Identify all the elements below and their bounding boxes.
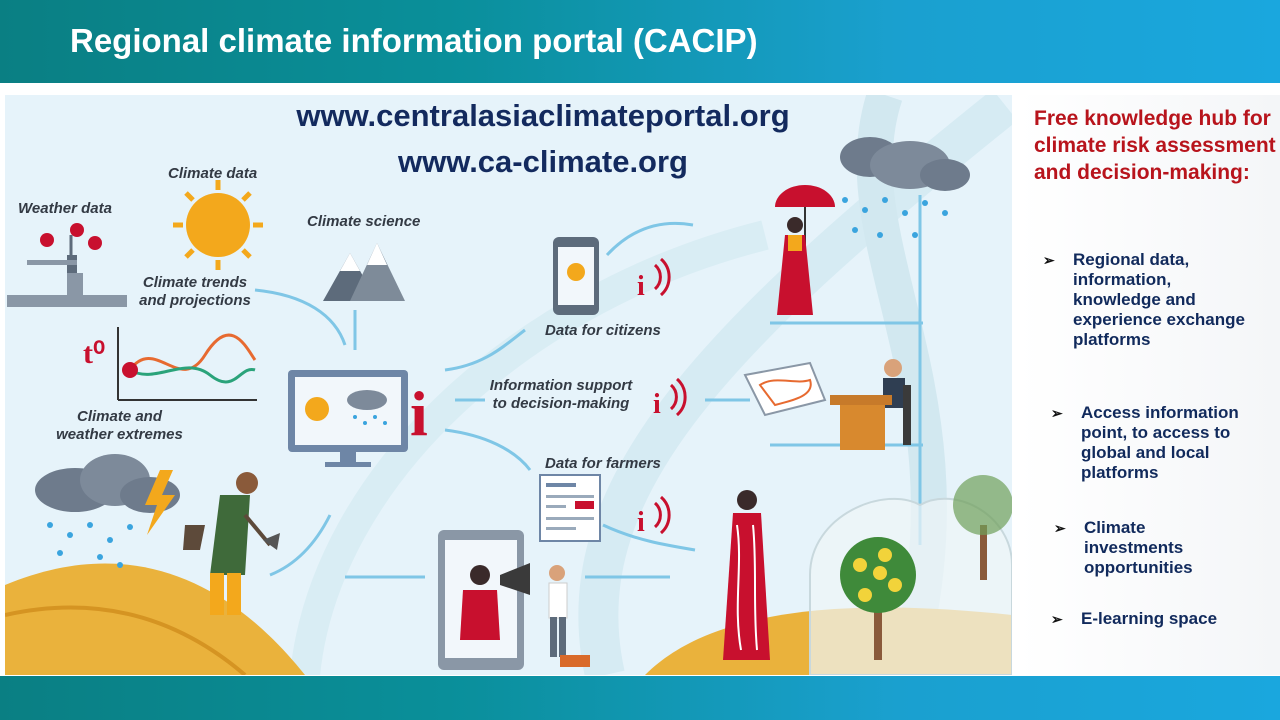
label-climate-extremes-line2: weather extremes bbox=[56, 426, 183, 443]
temperature-symbol: t⁰ bbox=[83, 337, 106, 370]
slide-title: Regional climate information portal (CAC… bbox=[70, 22, 758, 59]
bottom-bar bbox=[0, 676, 1280, 720]
news-document-icon bbox=[539, 474, 601, 542]
portal-url-secondary[interactable]: www.ca-climate.org bbox=[398, 144, 688, 179]
sidebar-bullet-1: ➢ Regional data, information, knowledge … bbox=[1043, 250, 1263, 350]
label-climate-science: Climate science bbox=[307, 213, 421, 230]
label-decision-support: Information support to decision-making bbox=[481, 377, 641, 413]
background-swirl bbox=[290, 220, 769, 675]
sidebar-bullet-2-text: Access information point, to access to g… bbox=[1081, 403, 1239, 482]
field-furrow bbox=[5, 605, 247, 675]
label-data-for-citizens: Data for citizens bbox=[545, 322, 661, 339]
info-icon: i bbox=[637, 271, 645, 302]
sidebar-bullet-4: ➢ E-learning space bbox=[1051, 609, 1266, 629]
greenhouse-icon bbox=[809, 475, 1012, 675]
sidebar-bullet-4-text: E-learning space bbox=[1081, 609, 1218, 628]
infographic: i i i i bbox=[5, 95, 1012, 675]
official-at-desk-figure bbox=[830, 359, 911, 450]
info-broadcast-icon bbox=[653, 495, 671, 535]
farmer-figure bbox=[183, 472, 280, 615]
woman-figure bbox=[723, 490, 770, 660]
label-decision-support-line2: to decision-making bbox=[492, 395, 630, 412]
info-icon: i bbox=[410, 378, 428, 449]
info-broadcast-icon bbox=[653, 257, 671, 297]
flow-arrow bbox=[254, 221, 750, 579]
mountain-icon bbox=[323, 243, 405, 301]
smartphone-icon bbox=[553, 237, 599, 315]
arrow-bullet-icon: ➢ bbox=[1051, 611, 1063, 627]
sidebar-bullet-2: ➢ Access information point, to access to… bbox=[1051, 403, 1266, 483]
man-figure bbox=[548, 565, 590, 667]
label-climate-data: Climate data bbox=[168, 165, 258, 182]
label-weather-data: Weather data bbox=[18, 200, 112, 217]
info-icon: i bbox=[653, 389, 661, 420]
info-broadcast-icon bbox=[669, 377, 687, 417]
label-climate-trends: Climate trends and projections bbox=[130, 274, 260, 310]
woman-umbrella-figure bbox=[775, 185, 835, 315]
infographic-illustration: i i i i bbox=[5, 95, 1012, 675]
label-climate-trends-line1: Climate trends bbox=[142, 274, 248, 291]
storm-cloud-icon bbox=[35, 454, 180, 568]
sidebar-bullet-3-text: Climate investments opportunities bbox=[1084, 518, 1193, 577]
label-data-for-farmers: Data for farmers bbox=[545, 455, 661, 472]
temperature-chart-icon bbox=[117, 327, 257, 401]
portal-monitor-icon bbox=[288, 370, 408, 467]
sidebar-bullet-3: ➢ Climate investments opportunities bbox=[1054, 518, 1234, 578]
info-icon: i bbox=[637, 507, 645, 538]
sidebar-heading: Free knowledge hub for climate risk asse… bbox=[1034, 107, 1276, 184]
rain-cloud-icon bbox=[840, 137, 970, 238]
sun-icon bbox=[173, 180, 263, 270]
weather-station-icon bbox=[7, 223, 127, 307]
title-bar: Regional climate information portal (CAC… bbox=[0, 0, 1280, 83]
arrow-bullet-icon: ➢ bbox=[1043, 252, 1055, 268]
map-icon bbox=[743, 361, 827, 417]
hill-left bbox=[5, 563, 305, 675]
sidebar-bullet-1-text: Regional data, information, knowledge an… bbox=[1073, 250, 1245, 349]
tablet-icon bbox=[438, 530, 530, 670]
sidebar-panel: Free knowledge hub for climate risk asse… bbox=[1018, 95, 1280, 675]
label-climate-trends-line2: and projections bbox=[139, 292, 251, 309]
label-climate-extremes: Climate and weather extremes bbox=[47, 408, 192, 444]
arrow-bullet-icon: ➢ bbox=[1054, 520, 1066, 536]
portal-url-primary[interactable]: www.centralasiaclimateportal.org bbox=[296, 98, 790, 133]
label-decision-support-line1: Information support bbox=[489, 377, 633, 394]
arrow-bullet-icon: ➢ bbox=[1051, 405, 1063, 421]
label-climate-extremes-line1: Climate and bbox=[76, 408, 163, 425]
